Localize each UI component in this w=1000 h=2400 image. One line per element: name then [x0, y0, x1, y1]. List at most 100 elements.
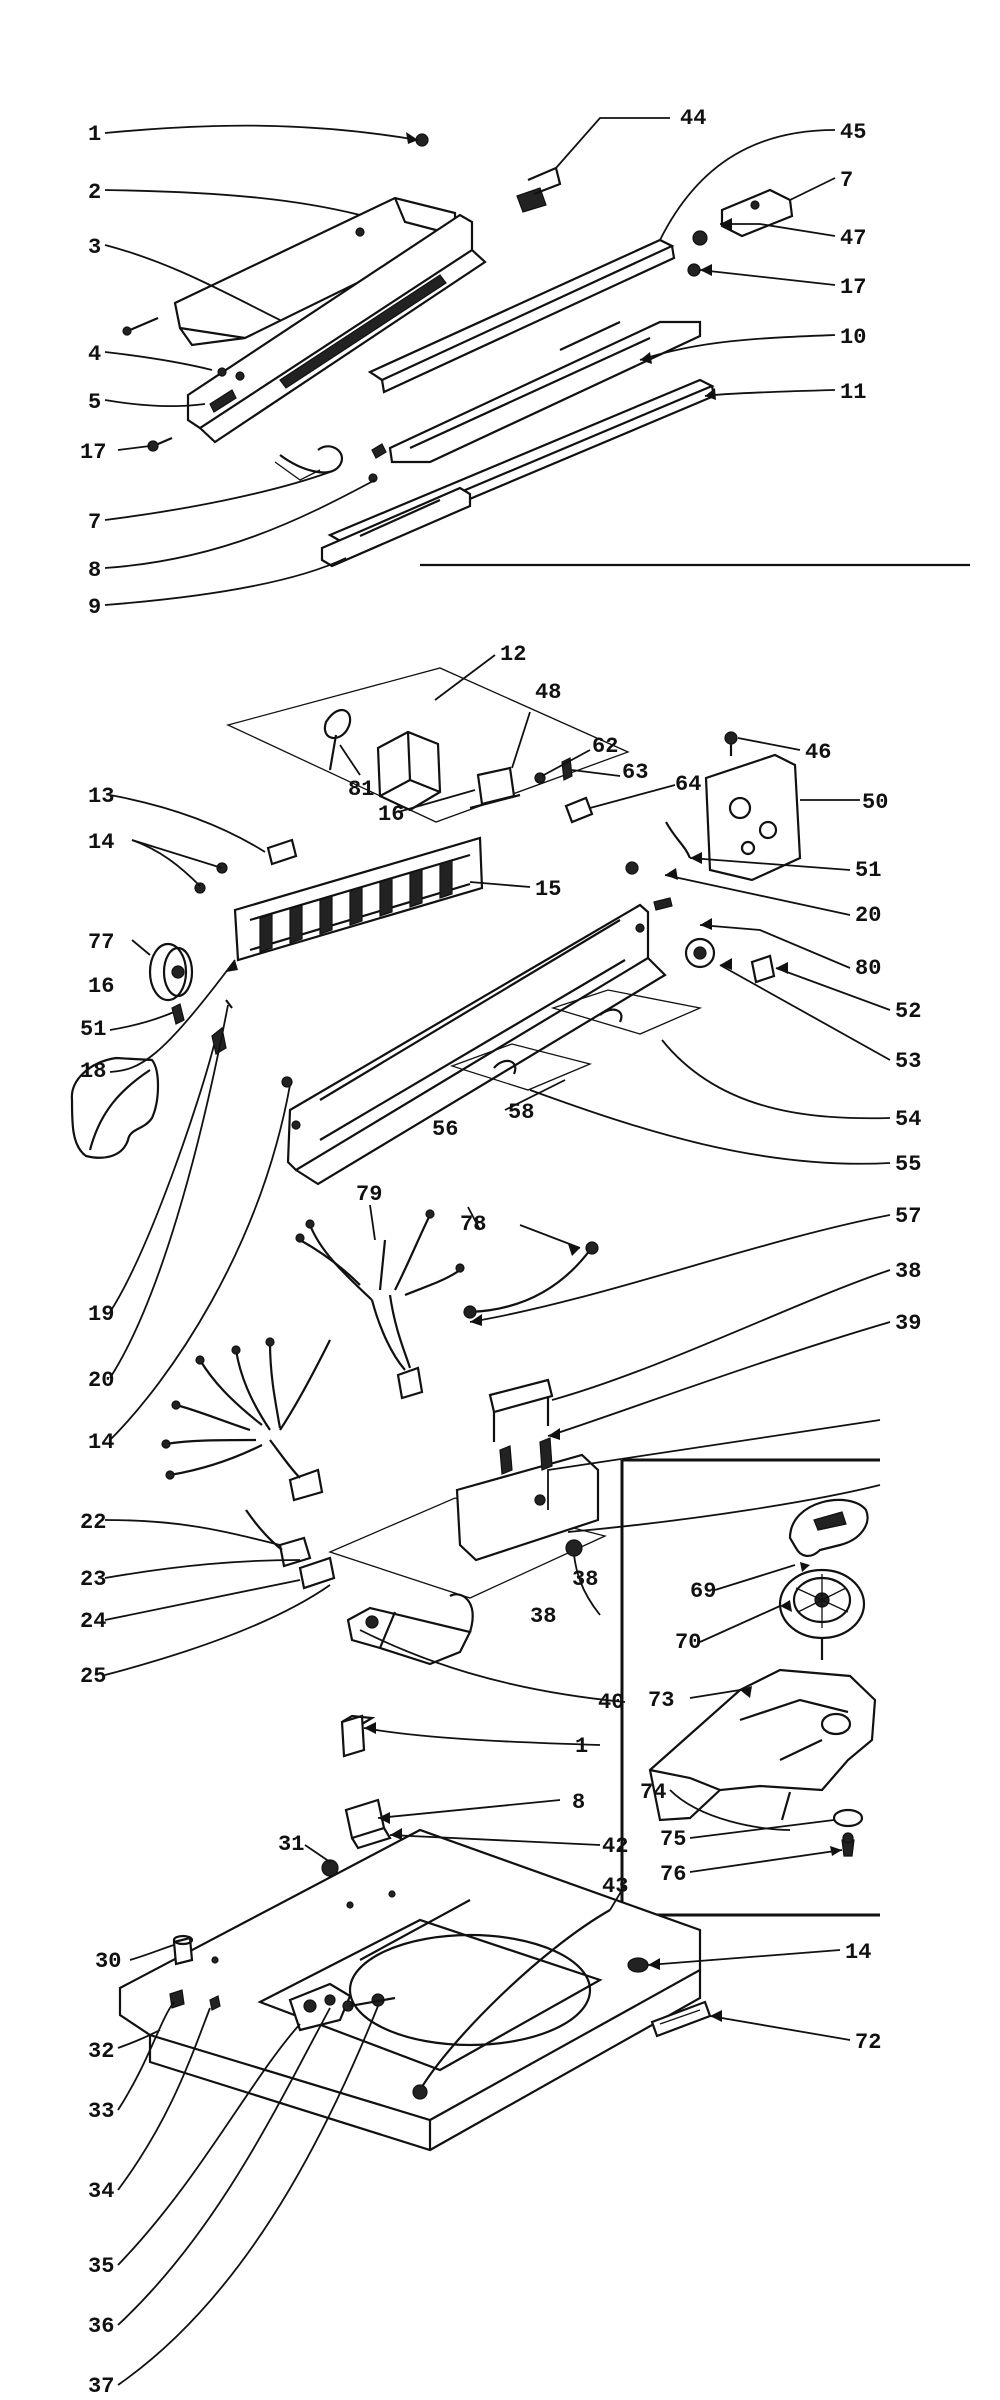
label-part-38a: 38: [895, 1259, 921, 1284]
label-part-25: 25: [80, 1664, 106, 1689]
console-assembly: [122, 133, 970, 568]
label-part-12: 12: [500, 642, 526, 667]
label-part-58: 58: [508, 1100, 534, 1125]
parts-19-20-51: [171, 999, 293, 1088]
parts-pump-fasteners: [321, 1714, 392, 1890]
label-part-69: 69: [690, 1579, 716, 1604]
label-part-9: 9: [88, 595, 101, 620]
label-part-3: 3: [88, 235, 101, 260]
label-part-33: 33: [88, 2099, 114, 2124]
label-part-16a: 16: [378, 802, 404, 827]
label-part-56: 56: [432, 1117, 458, 1142]
label-part-24: 24: [80, 1609, 106, 1634]
label-part-8a: 8: [88, 558, 101, 583]
label-part-78: 78: [460, 1212, 486, 1237]
label-part-14b: 14: [88, 1430, 114, 1455]
label-part-38c: 38: [530, 1604, 556, 1629]
label-part-77: 77: [88, 930, 114, 955]
label-part-62: 62: [592, 734, 618, 759]
label-part-76: 76: [660, 1862, 686, 1887]
part-10-bracket-plate: [388, 320, 702, 464]
label-part-17a: 17: [80, 440, 106, 465]
label-part-4: 4: [88, 342, 101, 367]
label-part-20a: 20: [88, 1368, 114, 1393]
label-part-73: 73: [648, 1688, 674, 1713]
parts-62-64-fasteners: [534, 757, 594, 824]
label-part-53: 53: [895, 1049, 921, 1074]
label-part-16b: 16: [88, 974, 114, 999]
label-part-51a: 51: [80, 1017, 106, 1042]
part-3-control-rail: [186, 213, 487, 444]
label-part-13: 13: [88, 784, 114, 809]
agitator-inset: [620, 1458, 880, 1917]
label-part-74: 74: [640, 1780, 666, 1805]
part-18-cover: [70, 1056, 160, 1159]
label-part-8b: 8: [572, 1790, 585, 1815]
label-part-5: 5: [88, 390, 101, 415]
label-part-7b: 7: [840, 168, 853, 193]
part-44-clip: [516, 166, 562, 213]
parts-53-56: [449, 937, 776, 1091]
label-part-48: 48: [535, 680, 561, 705]
label-part-57: 57: [895, 1204, 921, 1229]
label-part-42: 42: [602, 1834, 628, 1859]
label-part-40: 40: [598, 1690, 624, 1715]
harness-terminals: [161, 1209, 465, 1480]
label-part-37: 37: [88, 2374, 114, 2399]
part-51-wire: [625, 821, 692, 911]
screws-left: [122, 133, 429, 452]
cabinet-top-plate: [245, 1378, 607, 1666]
label-part-10: 10: [840, 325, 866, 350]
arrowheads: [226, 132, 842, 2022]
label-part-38b: 38: [572, 1567, 598, 1592]
label-part-72: 72: [855, 2030, 881, 2055]
wire-harness: [161, 1209, 599, 1502]
leader-lines: [104, 117, 891, 2386]
label-part-1: 1: [88, 122, 101, 147]
label-part-35: 35: [88, 2254, 114, 2279]
label-part-52: 52: [895, 999, 921, 1024]
label-part-70: 70: [675, 1630, 701, 1655]
label-part-64: 64: [675, 772, 701, 797]
label-part-81: 81: [348, 777, 374, 802]
part-labels: 1 2 3 4 5 17 7 8 9 44 45 7 47 17 10 11 1…: [80, 106, 921, 2399]
label-part-46: 46: [805, 740, 831, 765]
part-7-switch: [687, 188, 794, 277]
label-part-51b: 51: [855, 858, 881, 883]
label-part-36: 36: [88, 2314, 114, 2339]
label-part-32: 32: [88, 2039, 114, 2064]
label-part-39: 39: [895, 1311, 921, 1336]
label-part-19: 19: [88, 1302, 114, 1327]
label-part-22: 22: [80, 1510, 106, 1535]
part-12-kit-box: [226, 667, 630, 823]
label-part-54: 54: [895, 1107, 921, 1132]
label-part-63: 63: [622, 760, 648, 785]
label-part-1b: 1: [575, 1734, 588, 1759]
part-45-top-rail: [367, 238, 676, 394]
part-7-wire-assembly: [274, 443, 387, 483]
label-part-47: 47: [840, 226, 866, 251]
timer-assembly: [70, 667, 802, 1186]
label-part-50: 50: [862, 790, 888, 815]
label-part-2: 2: [88, 180, 101, 205]
label-part-34: 34: [88, 2179, 114, 2204]
part-52-console-panel: [286, 903, 667, 1186]
part-15-switch-bank: [233, 836, 484, 962]
label-part-20b: 20: [855, 903, 881, 928]
label-part-75: 75: [660, 1827, 686, 1852]
label-part-18: 18: [80, 1059, 106, 1084]
part-50-timer: [704, 731, 802, 882]
label-part-31: 31: [278, 1832, 304, 1857]
cabinet-top: [118, 1828, 712, 2152]
label-part-14a: 14: [88, 830, 114, 855]
label-part-14c: 14: [845, 1940, 871, 1965]
label-part-44a: 44: [680, 106, 706, 131]
label-part-79: 79: [356, 1182, 382, 1207]
part-9-bottom-bar: [320, 486, 970, 568]
label-part-80: 80: [855, 956, 881, 981]
part-77-knob: [148, 942, 194, 1002]
label-part-45: 45: [840, 120, 866, 145]
parts-13-14: [194, 838, 298, 894]
label-part-7a: 7: [88, 510, 101, 535]
